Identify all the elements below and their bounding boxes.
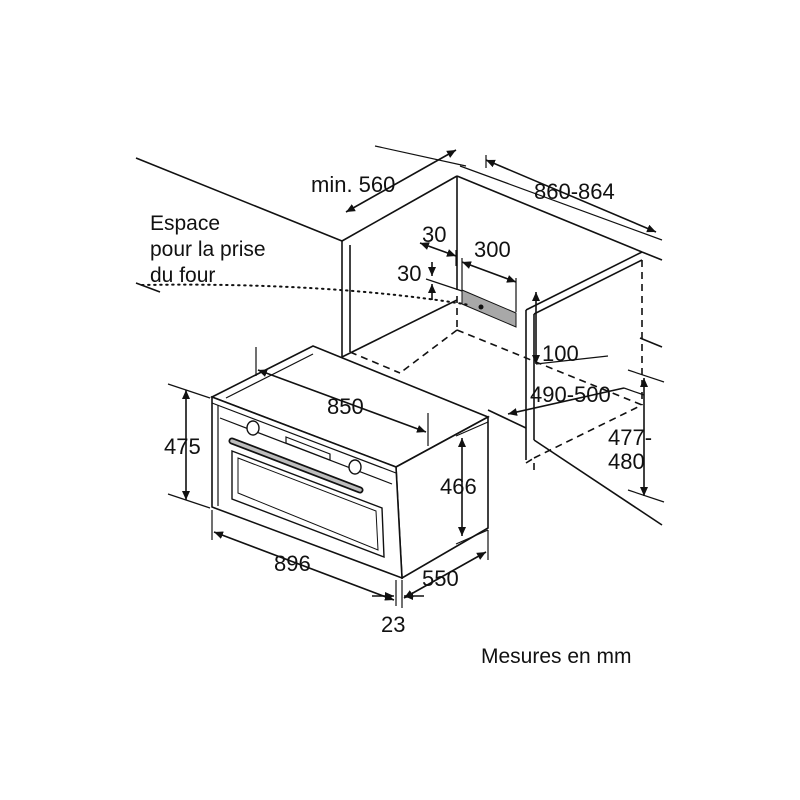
dim-oven-body-width: 850 <box>327 394 364 419</box>
units-note: Mesures en mm <box>481 645 632 668</box>
dim-oven-front-height: 475 <box>164 434 201 459</box>
socket-label-line-1: Espace <box>150 212 220 235</box>
dim-height-range-1: 477- <box>608 425 652 450</box>
dim-socket-gap: 100 <box>542 341 579 366</box>
dim-oven-front-width: 896 <box>274 551 311 576</box>
socket-pointer <box>141 283 471 306</box>
dim-min-depth: min. 560 <box>311 172 395 197</box>
dimension-lines <box>167 145 665 608</box>
dim-socket-width: 300 <box>474 237 511 262</box>
dim-oven-body-height: 466 <box>440 474 477 499</box>
dim-offset-30-a: 30 <box>422 222 446 247</box>
oven <box>210 345 490 580</box>
dim-offset-30-b: 30 <box>397 261 421 286</box>
dim-oven-depth: 550 <box>422 566 459 591</box>
socket-area <box>461 289 517 328</box>
socket-label-line-3: du four <box>150 264 215 287</box>
socket-label-line-2: pour la prise <box>150 238 266 261</box>
dim-depth-range: 490-500 <box>530 382 611 407</box>
dim-height-range-2: 480 <box>608 449 645 474</box>
dim-width-range: 860-864 <box>534 179 615 204</box>
dim-front-thickness: 23 <box>381 612 405 637</box>
